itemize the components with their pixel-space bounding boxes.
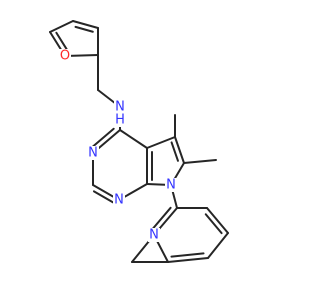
pyrrole-bond-inner	[170, 141, 179, 162]
amine-hydrogen-label: H	[115, 113, 125, 128]
pyrrole-n7-atom: N	[165, 178, 177, 193]
amine-nitrogen-label: N	[115, 100, 125, 115]
pyrrole-bond	[174, 136, 185, 164]
pyrimidine-n3-atom: N	[87, 146, 99, 161]
pyridine-bond-inner	[170, 252, 205, 258]
pyrimidine-n3-label: N	[88, 146, 98, 161]
methyl-bond	[183, 159, 217, 164]
furan-bond	[72, 20, 99, 29]
molecule-canvas: O N H N N N N	[49, 20, 229, 263]
pyrimidine-n1-atom: N	[113, 193, 125, 208]
pyrrole-n7-label: N	[166, 178, 176, 193]
pyridine-bond	[206, 207, 229, 234]
furan-bond-inner	[74, 25, 94, 33]
pyrimidine-bond-inner	[92, 190, 115, 204]
pyridine-bond	[207, 232, 229, 259]
pyrimidine-n1-label: N	[114, 193, 124, 208]
pyridine-bond	[167, 257, 209, 263]
furan-oxygen-label: O	[60, 49, 70, 64]
furan-bond	[49, 20, 74, 33]
pyrimidine-bond	[119, 129, 148, 149]
pyridine-nitrogen-atom: N	[148, 228, 160, 243]
pyridine-nitrogen-label: N	[149, 228, 159, 243]
pyrimidine-bond-inner	[91, 127, 115, 148]
furan-oxygen-atom: O	[59, 49, 71, 64]
furan-bond-inner	[55, 31, 69, 51]
bond-layer	[49, 20, 229, 263]
atom-label-layer: O N H N N N N	[59, 49, 177, 243]
molecule-structure-diagram: O N H N N N N	[49, 20, 229, 263]
amine-nitrogen-atom: N H	[114, 100, 126, 128]
pyridine-bond-inner	[151, 206, 172, 230]
pyridine-bond-inner	[204, 213, 223, 235]
pyrrole-bond	[146, 136, 176, 149]
